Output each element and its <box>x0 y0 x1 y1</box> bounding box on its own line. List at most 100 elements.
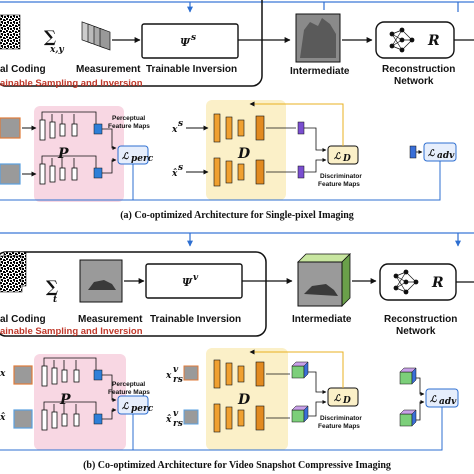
xhat-symbol-a: x̂ <box>171 168 178 179</box>
l-perc-sub-a: perc <box>131 154 154 164</box>
discriminator-label1-b: Discriminator <box>320 415 362 422</box>
xhat-sub-b: rs <box>173 419 183 429</box>
l-d-sub-b: D <box>342 396 351 406</box>
d-network-a <box>213 113 265 187</box>
feature-map-b1 <box>93 369 103 381</box>
network-icon-b <box>393 269 419 295</box>
psi-symbol-b: Ψ <box>182 276 193 289</box>
xhat-symbol-b: x̂ <box>165 414 172 425</box>
sum-symbol-b: ∑ <box>46 277 58 296</box>
l-d-feedback-a <box>249 101 344 146</box>
psi-superscript-b: v <box>193 273 199 283</box>
d-symbol-b: D <box>237 392 251 408</box>
p-symbol-a: P <box>57 146 69 162</box>
x-symbol-b: x <box>165 371 172 381</box>
x-image-b <box>13 365 33 385</box>
recon-box-a <box>375 21 455 59</box>
coding-pattern-b <box>0 251 27 293</box>
adv-map-a <box>409 145 417 159</box>
panel-a: al Coding ∑ x,y Measurement Ψ s Trainabl… <box>0 0 474 221</box>
caption-b: (b) Co-optimized Architecture for Video … <box>83 460 391 471</box>
recon-symbol-a: R <box>427 33 440 49</box>
coding-label-a: al Coding <box>0 64 46 75</box>
d-symbol-a: D <box>237 146 251 162</box>
perceptual-label1-a: Perceptual <box>112 115 145 122</box>
feature-map-a2 <box>93 167 103 179</box>
x-image-a <box>0 117 21 139</box>
perceptual-label2-a: Feature Maps <box>108 123 150 130</box>
recon-label1-b: Reconstruction <box>384 314 457 325</box>
l-adv-symbol-a: ℒ <box>428 149 435 159</box>
recon-label2-a: Network <box>394 76 434 87</box>
l-d-symbol-b: ℒ <box>334 394 341 404</box>
adv-cube-b2 <box>399 409 417 427</box>
l-d-sub-a: D <box>342 154 351 164</box>
recon-label1-a: Reconstruction <box>382 64 455 75</box>
sampling-box-b <box>0 251 267 337</box>
disc-cube-b2 <box>291 405 309 423</box>
x-sub-b: rs <box>173 375 183 385</box>
p-symbol-b: P <box>59 392 71 408</box>
adv-cube-b1 <box>399 367 417 385</box>
feature-map-a1 <box>93 123 103 135</box>
feature-map-b2 <box>93 413 103 425</box>
x-symbol-b-left: x <box>0 369 6 379</box>
measurement-label-a: Measurement <box>76 64 141 75</box>
recon-label2-b: Network <box>396 326 436 337</box>
x-sup-b: v <box>173 365 179 375</box>
measurement-texture-b <box>88 280 116 290</box>
inversion-label-b: Trainable Inversion <box>150 314 241 325</box>
l-d-symbol-a: ℒ <box>334 152 341 162</box>
d-network-b <box>213 359 265 433</box>
sampling-label-b: ainable Sampling and Inversion <box>0 326 143 337</box>
l-perc-symbol-b: ℒ <box>122 402 129 412</box>
p-network-b <box>41 357 97 431</box>
intermediate-texture-a <box>300 18 336 58</box>
intermediate-label-a: Intermediate <box>290 66 350 77</box>
p-network-a <box>39 111 97 185</box>
network-icon-a <box>389 27 415 53</box>
discriminator-label1-a: Discriminator <box>320 173 362 180</box>
disc-map-a2 <box>297 165 305 179</box>
xhat-image-b <box>13 409 33 429</box>
sum-subscript-a: x,y <box>49 45 64 55</box>
measurement-stack-a <box>81 21 111 51</box>
l-adv-sub-b: adv <box>439 397 457 407</box>
coding-pattern-a <box>0 14 21 50</box>
xhat-sup-b: v <box>173 409 179 419</box>
panel-b: al Coding ∑ t Measurement Ψ v Trainable … <box>0 232 474 471</box>
xhat-image-a <box>0 163 21 185</box>
inversion-label-a: Trainable Inversion <box>146 64 237 75</box>
sampling-label-a: ainable Sampling and Inversion <box>0 78 143 89</box>
l-adv-sub-a: adv <box>437 151 455 161</box>
inversion-box-a <box>141 23 239 59</box>
disc-cube-b1 <box>291 361 309 379</box>
psi-symbol-a: Ψ <box>180 36 191 49</box>
coding-label-b: al Coding <box>0 314 46 325</box>
psi-superscript-a: s <box>191 33 196 43</box>
discriminator-label2-b: Feature Maps <box>318 423 360 430</box>
perceptual-label1-b: Perceptual <box>112 381 145 388</box>
perceptual-region-a <box>34 106 124 202</box>
discriminator-label2-a: Feature Maps <box>318 181 360 188</box>
intermediate-label-b: Intermediate <box>292 314 352 325</box>
x-symbol-a: x <box>171 125 178 135</box>
disc-map-a1 <box>297 121 305 135</box>
caption-a: (a) Co-optimized Architecture for Single… <box>120 210 354 221</box>
intermediate-cube-b <box>297 253 351 307</box>
l-perc-symbol-a: ℒ <box>122 152 129 162</box>
l-perc-sub-b: perc <box>131 404 154 414</box>
sum-subscript-b: t <box>53 295 58 305</box>
xhat-frame-b <box>183 409 199 425</box>
sum-symbol-a: ∑ <box>44 27 56 46</box>
measurement-label-b: Measurement <box>78 314 143 325</box>
recon-symbol-b: R <box>431 275 444 291</box>
x-frame-b <box>183 365 199 381</box>
perceptual-label2-b: Feature Maps <box>108 389 150 396</box>
x-sup-a: s <box>178 119 183 129</box>
sampling-box-a <box>0 0 263 87</box>
l-adv-symbol-b: ℒ <box>430 395 437 405</box>
xhat-sup-a: s <box>178 163 183 173</box>
xhat-symbol-b-left: x̂ <box>0 412 6 423</box>
